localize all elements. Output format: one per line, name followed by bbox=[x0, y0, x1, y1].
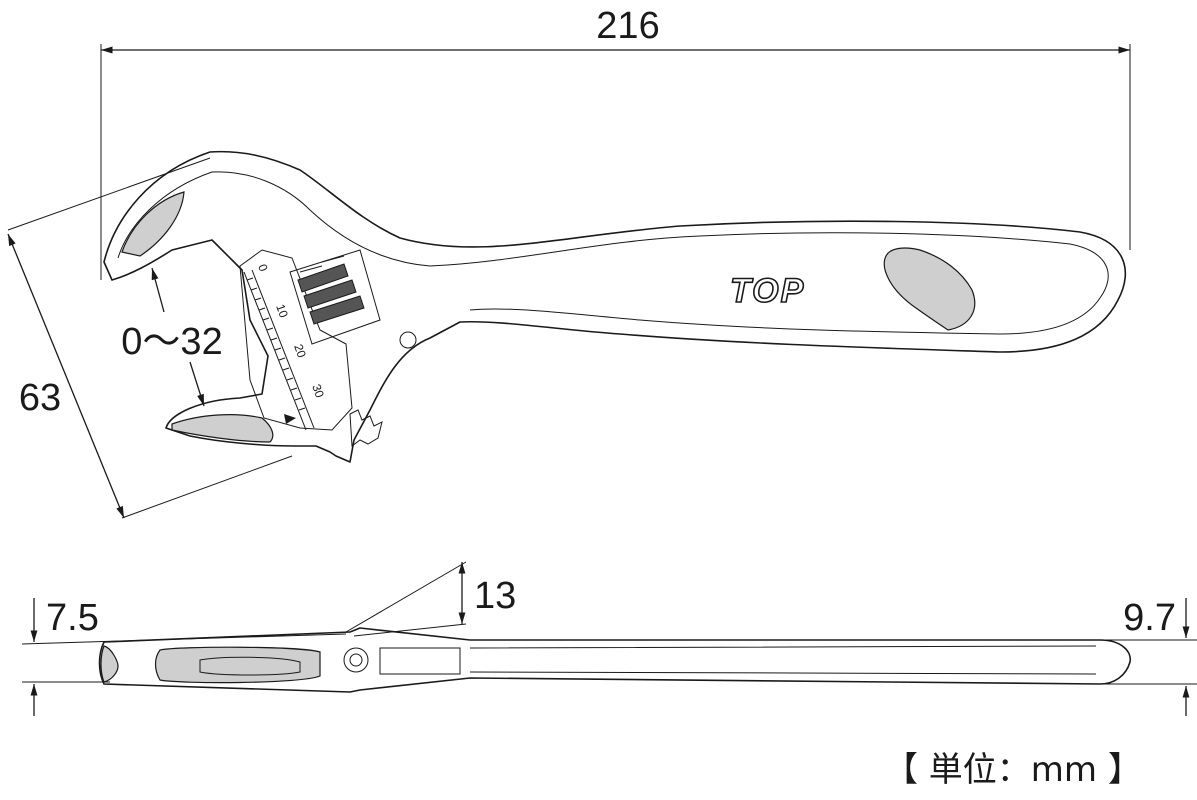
jaw-thickness-dimension: 13 bbox=[345, 561, 516, 637]
worm-gear bbox=[289, 249, 381, 345]
wrench-top-view: 0 10 20 30 TOP bbox=[103, 150, 1127, 463]
unit-label: 【 単位：mm 】 bbox=[884, 750, 1142, 790]
scale-label-10: 10 bbox=[273, 302, 291, 320]
jaw-opening-value: 0～32 bbox=[121, 321, 222, 363]
tip-thickness-value: 7.5 bbox=[46, 597, 99, 639]
scale-label-30: 30 bbox=[309, 382, 327, 400]
head-width-value: 63 bbox=[19, 377, 61, 419]
handle-thickness-dimension: 9.7 bbox=[1100, 597, 1197, 716]
brand-logo: TOP bbox=[730, 272, 805, 310]
scale-label-0: 0 bbox=[255, 262, 271, 273]
wrench-side-view bbox=[98, 627, 1131, 693]
head-width-dimension: 63 bbox=[7, 157, 293, 519]
jaw-scale: 0 10 20 30 bbox=[243, 262, 327, 431]
jaw-thickness-value: 13 bbox=[474, 575, 516, 617]
jaw-opening-dimension: 0～32 bbox=[121, 267, 223, 407]
length-dimension: 216 bbox=[100, 5, 1131, 280]
scale-pointer-icon bbox=[284, 414, 296, 424]
tip-thickness-dimension: 7.5 bbox=[21, 597, 347, 716]
pin-icon bbox=[399, 331, 417, 349]
handle-thickness-value: 9.7 bbox=[1123, 597, 1176, 639]
length-value: 216 bbox=[596, 5, 659, 47]
scale-label-20: 20 bbox=[291, 342, 309, 360]
